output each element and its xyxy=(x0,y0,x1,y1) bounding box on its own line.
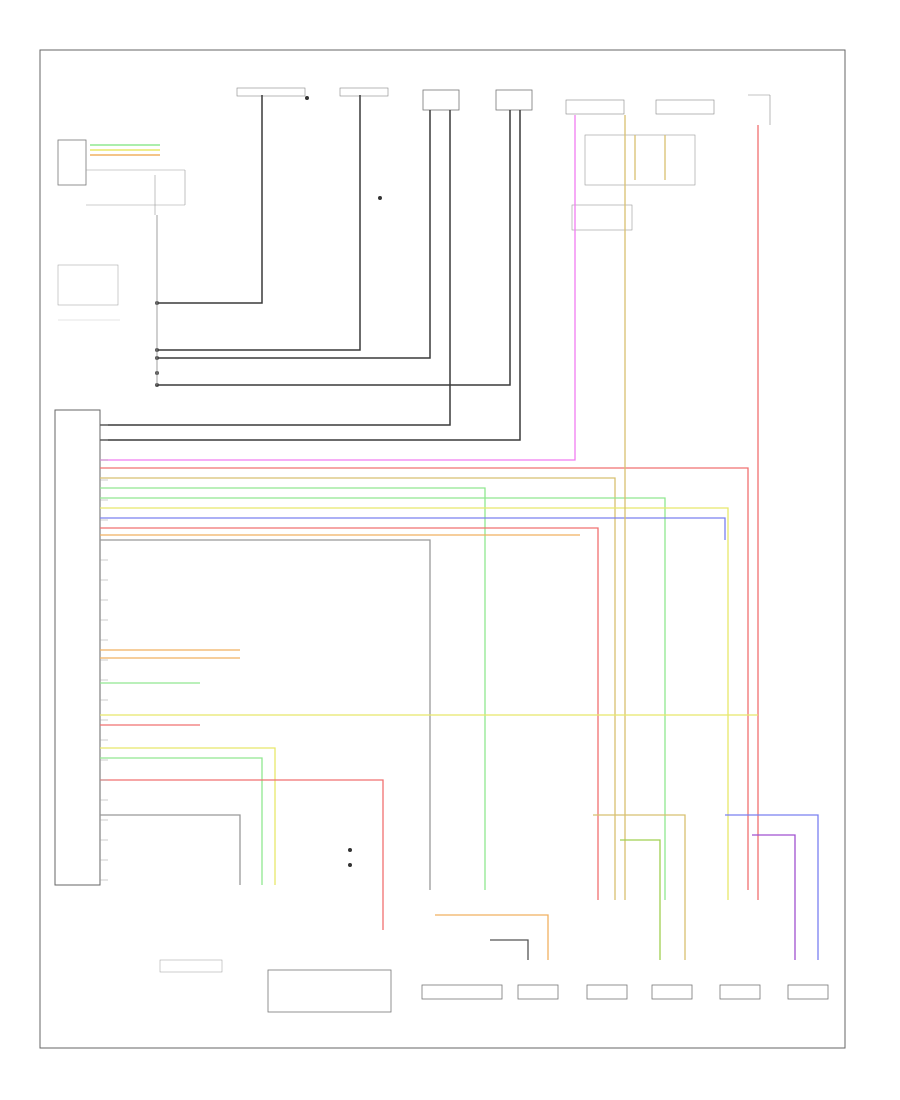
mid-left-module xyxy=(57,264,159,387)
lower-wires xyxy=(100,649,758,930)
speaker-leads xyxy=(435,814,819,960)
black-wires xyxy=(100,95,521,441)
connector-pins xyxy=(100,424,108,881)
top-connectors xyxy=(236,87,771,231)
main-connector xyxy=(54,409,101,886)
color-bus xyxy=(100,115,749,900)
right-verticals xyxy=(624,115,759,900)
diagram-border xyxy=(39,49,846,1049)
terminal-dots xyxy=(305,96,382,867)
bottom-components xyxy=(159,959,829,1013)
top-left-module xyxy=(57,139,186,215)
